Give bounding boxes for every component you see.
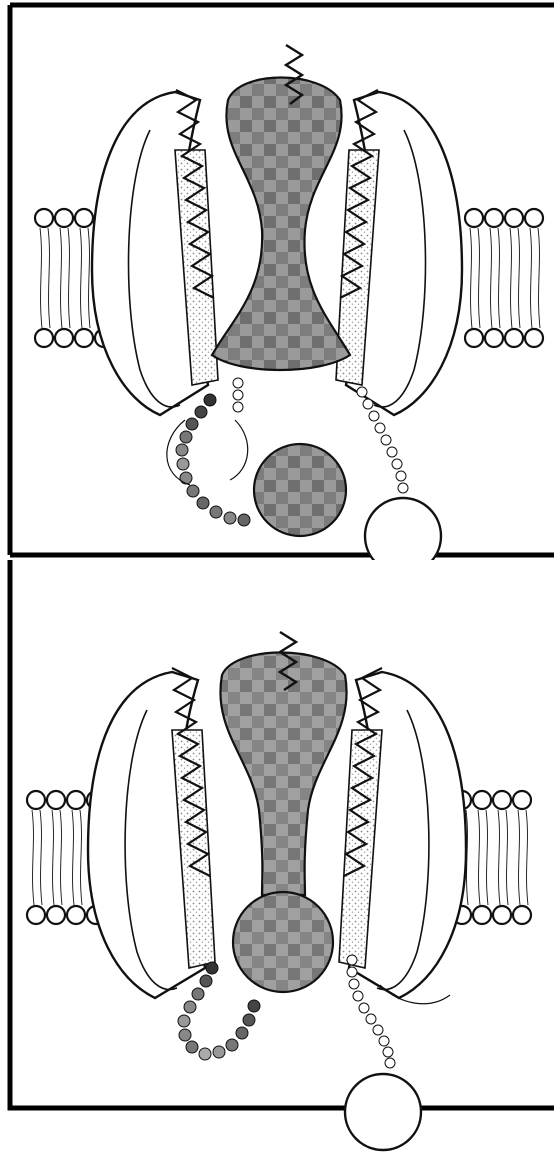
channel-diagram-open (0, 0, 554, 560)
ball-domain-icon (254, 444, 346, 536)
inactivation-ball-icon (345, 1074, 421, 1150)
pore-region (212, 78, 350, 371)
chain-bead-icon (176, 378, 250, 526)
pore-region (220, 653, 346, 896)
panel-blocked-state (0, 560, 554, 1155)
inactivation-ball-icon (365, 498, 441, 560)
ball-domain-icon (233, 892, 333, 992)
channel-diagram-blocked (0, 560, 554, 1155)
panel-open-state (0, 0, 554, 560)
lipid-bilayer-icon (465, 209, 543, 347)
